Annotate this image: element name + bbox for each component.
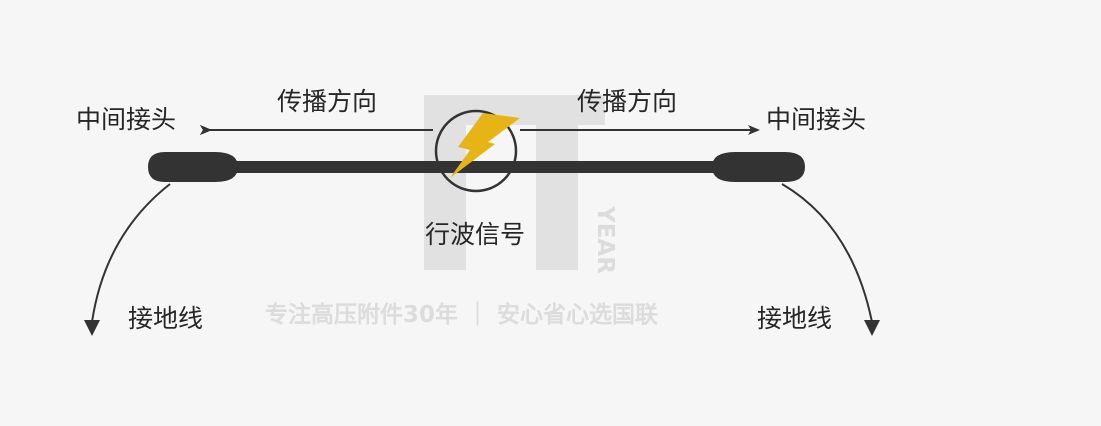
- right-joint-label: 中间接头: [766, 105, 866, 134]
- left-ground-wire: [91, 183, 171, 323]
- signal-circle: [434, 109, 518, 193]
- right-joint: [712, 152, 805, 182]
- watermark-slogan: 专注高压附件30年 ｜ 安心省心选国联: [265, 301, 658, 328]
- left-direction-label: 传播方向: [277, 87, 377, 116]
- signal-label: 行波信号: [425, 220, 525, 249]
- left-ground-label: 接地线: [128, 304, 203, 333]
- right-direction-label: 传播方向: [577, 87, 677, 116]
- left-joint: [148, 152, 238, 182]
- right-ground-label: 接地线: [757, 304, 832, 333]
- left-joint-label: 中间接头: [76, 105, 176, 134]
- watermark-logo-right-bar: [536, 95, 578, 270]
- watermark-logo-year-text: YEAR: [592, 205, 618, 274]
- right-ground-arrow-icon: [864, 320, 880, 336]
- right-ground-wire: [781, 183, 873, 323]
- left-ground-arrow-icon: [84, 320, 100, 336]
- lightning-bolt-icon: [450, 113, 520, 178]
